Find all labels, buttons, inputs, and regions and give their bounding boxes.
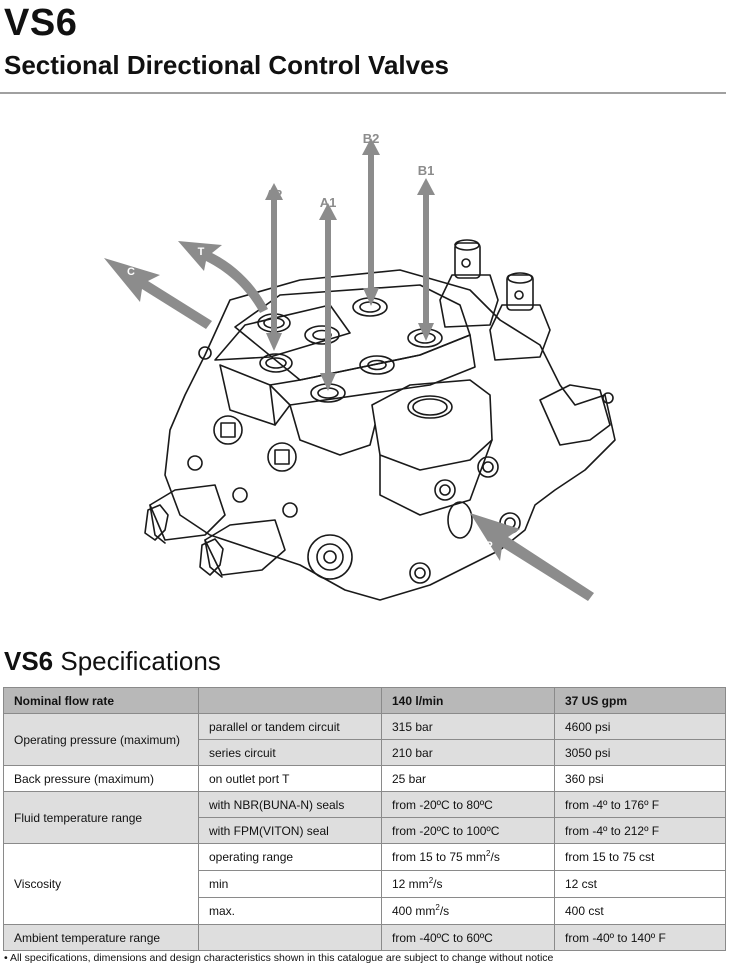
row-imperial: 400 cst	[554, 897, 726, 925]
header-imperial: 37 US gpm	[554, 687, 726, 714]
table-row: series circuit 210 bar 3050 psi	[4, 739, 726, 766]
spec-title: VS6 Specifications	[4, 646, 221, 676]
row-imperial: from -4º to 176º F	[554, 791, 726, 818]
header-empty	[198, 687, 382, 714]
row-metric: 315 bar	[381, 713, 555, 740]
arrow-p	[470, 513, 594, 601]
table-row: with FPM(VITON) seal from -20ºC to 100ºC…	[4, 817, 726, 844]
row-imperial: from -4º to 212º F	[554, 817, 726, 844]
row-condition: with NBR(BUNA-N) seals	[198, 791, 382, 818]
row-label: Back pressure (maximum)	[3, 765, 199, 792]
spool-cap-right	[199, 519, 286, 578]
row-label: Ambient temperature range	[3, 924, 199, 951]
row-metric: from 15 to 75 mm2/s	[381, 843, 555, 871]
lever-handle-front	[489, 272, 551, 361]
port-b2-label: B2	[363, 131, 380, 146]
row-condition: operating range	[198, 843, 382, 871]
arrow-p-label: P	[485, 540, 492, 552]
table-row: Fluid temperature range with NBR(BUNA-N)…	[3, 791, 726, 844]
table-row: Viscosity operating range from 15 to 75 …	[3, 843, 726, 925]
port-a1-opening	[259, 353, 293, 373]
row-imperial: 12 cst	[554, 870, 726, 898]
product-code: VS6	[4, 2, 78, 44]
row-metric: from -20ºC to 100ºC	[381, 817, 555, 844]
row-condition: max.	[198, 897, 382, 925]
valve-body	[164, 269, 616, 601]
table-row: Ambient temperature range from -40ºC to …	[3, 924, 726, 951]
row-imperial: 4600 psi	[554, 713, 726, 740]
row-condition: on outlet port T	[198, 765, 382, 792]
row-imperial: 3050 psi	[554, 739, 726, 766]
row-imperial: 360 psi	[554, 765, 726, 792]
row-metric: 12 mm2/s	[381, 870, 555, 898]
spec-table: Nominal flow rate 140 l/min 37 US gpm Op…	[3, 687, 726, 951]
row-label: Viscosity	[3, 843, 199, 925]
header-metric: 140 l/min	[381, 687, 555, 714]
arrow-t-label: T	[198, 246, 205, 258]
row-metric: 25 bar	[381, 765, 555, 792]
row-condition: with FPM(VITON) seal	[198, 817, 382, 844]
spool-cap-left	[144, 484, 226, 544]
arrow-t	[178, 241, 268, 313]
row-label: Fluid temperature range	[3, 791, 199, 844]
row-metric: from -20ºC to 80ºC	[381, 791, 555, 818]
row-label: Operating pressure (maximum)	[3, 713, 199, 766]
row-metric: 400 mm2/s	[381, 897, 555, 925]
footnote: • All specifications, dimensions and des…	[4, 952, 554, 964]
row-imperial: from 15 to 75 cst	[554, 843, 726, 871]
header-label: Nominal flow rate	[3, 687, 199, 714]
row-condition: parallel or tandem circuit	[198, 713, 382, 740]
row-metric: from -40ºC to 60ºC	[381, 924, 555, 951]
row-metric: 210 bar	[381, 739, 555, 766]
port-b1-label: B1	[418, 163, 435, 178]
row-imperial: from -40º to 140º F	[554, 924, 726, 951]
port-a1-label: A1	[320, 195, 337, 210]
arrow-c-label: C	[127, 266, 135, 278]
table-row: max. 400 mm2/s 400 cst	[4, 897, 726, 925]
arrow-c	[104, 258, 212, 329]
product-subtitle: Sectional Directional Control Valves	[4, 50, 450, 80]
table-header-row: Nominal flow rate 140 l/min 37 US gpm	[3, 687, 726, 714]
lever-handle-rear	[439, 239, 499, 328]
row-condition: min	[198, 870, 382, 898]
port-a2-label: A2	[266, 187, 283, 202]
row-condition	[198, 924, 382, 951]
table-row: Back pressure (maximum) on outlet port T…	[3, 765, 726, 792]
header-divider	[0, 92, 726, 94]
table-row: Operating pressure (maximum) parallel or…	[3, 713, 726, 766]
row-condition: series circuit	[198, 739, 382, 766]
valve-illustration: C T P A2 A1 B2 B1	[104, 131, 616, 601]
